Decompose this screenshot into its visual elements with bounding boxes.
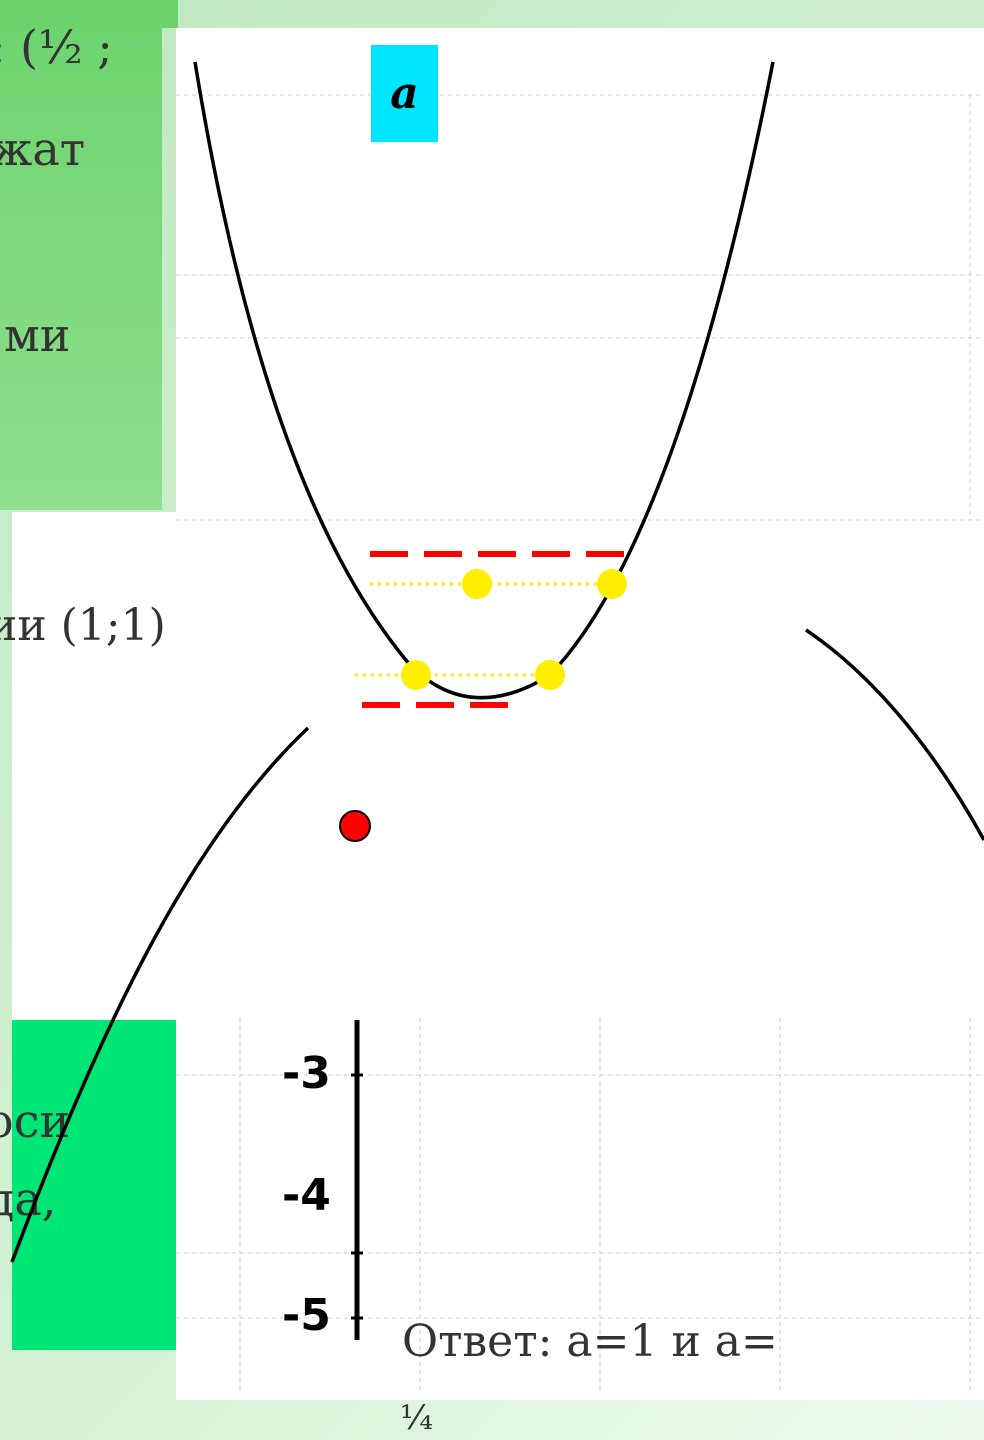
parabola-downward: [10, 726, 310, 1263]
green-panel-bottom: [12, 1020, 176, 1350]
text-line-1: : (½ ;: [0, 20, 113, 74]
parameter-a-label: a: [371, 45, 438, 142]
yellow-point: [401, 660, 431, 690]
grid: [176, 94, 984, 1390]
y-tick-label: -3: [282, 1048, 331, 1099]
graph-area-middle: [12, 512, 984, 822]
y-tick-label: -4: [282, 1170, 331, 1221]
yellow-point: [597, 569, 627, 599]
text-line-3: ми: [4, 308, 71, 362]
parabola-downward-right: [805, 628, 984, 841]
text-line-5: оси: [0, 1094, 71, 1148]
red-point: [339, 810, 371, 842]
yellow-point: [462, 569, 492, 599]
graph-area-middle-2: [12, 820, 984, 1020]
yellow-point: [535, 660, 565, 690]
green-panel-top: [0, 0, 162, 510]
graph-area-top: [176, 28, 984, 528]
graph-area-bottom: [176, 1018, 984, 1400]
green-panel-top-strip: [0, 0, 178, 28]
text-line-4: ии (1;1): [0, 600, 166, 651]
answer-text: Ответ: a=1 и a=: [402, 1316, 778, 1367]
text-line-2: жат: [0, 122, 86, 176]
answer-fraction: ¼: [400, 1398, 433, 1438]
parabola-upward: [193, 61, 775, 700]
y-tick-label: -5: [282, 1290, 331, 1341]
